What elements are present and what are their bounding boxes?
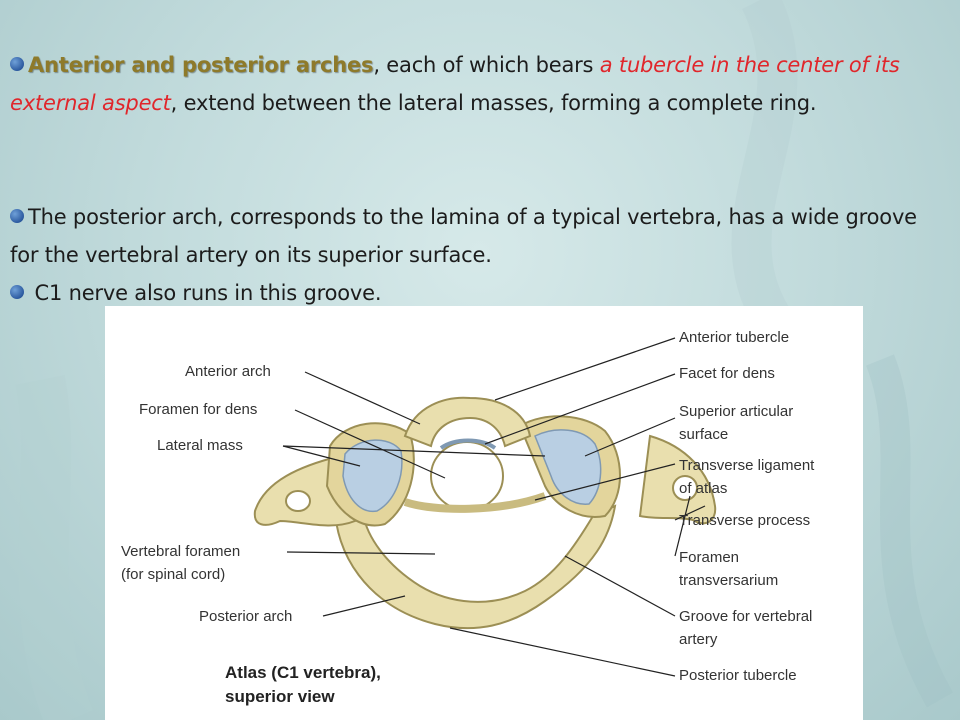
left-superior-articular-facet bbox=[342, 439, 403, 513]
left-foramen-transversarium bbox=[285, 490, 311, 512]
label-foramen-for-dens: Foramen for dens bbox=[139, 401, 257, 418]
label-anterior-arch: Anterior arch bbox=[185, 363, 271, 380]
label-transverse-ligament-sub: of atlas bbox=[679, 480, 727, 497]
label-groove-sub: artery bbox=[679, 631, 718, 648]
bullet-icon bbox=[10, 285, 24, 299]
bullet-icon bbox=[10, 57, 24, 71]
label-transverse-process: Transverse process bbox=[679, 512, 810, 529]
arches-highlight: a tubercle in the center of its external… bbox=[10, 53, 900, 115]
atlas-figure: Anterior arch Foramen for dens Lateral m… bbox=[105, 306, 863, 720]
paragraph-c1-nerve: C1 nerve also runs in this groove. bbox=[10, 274, 940, 312]
figure-caption: Atlas (C1 vertebra), bbox=[225, 663, 381, 682]
label-posterior-tubercle: Posterior tubercle bbox=[679, 667, 797, 684]
right-superior-articular-facet bbox=[534, 429, 602, 505]
label-groove: Groove for vertebral bbox=[679, 608, 812, 625]
label-vertebral-foramen: Vertebral foramen bbox=[121, 543, 240, 560]
arches-text-2: , extend between the lateral masses, for… bbox=[170, 91, 817, 115]
label-foramen-transversarium: Foramen bbox=[679, 549, 739, 566]
arches-text-1: , each of which bears bbox=[373, 53, 600, 77]
label-transverse-ligament: Transverse ligament bbox=[679, 457, 815, 474]
label-foramen-transversarium-sub: transversarium bbox=[679, 572, 778, 589]
c1-nerve-text: C1 nerve also runs in this groove. bbox=[34, 281, 382, 305]
label-anterior-tubercle: Anterior tubercle bbox=[679, 329, 789, 346]
figure-caption-sub: superior view bbox=[225, 687, 335, 706]
arches-heading: Anterior and posterior arches bbox=[28, 53, 374, 77]
right-foramen-transversarium bbox=[672, 475, 698, 501]
paragraph-posterior-arch: The posterior arch, corresponds to the l… bbox=[10, 198, 940, 274]
atlas-illustration: Anterior arch Foramen for dens Lateral m… bbox=[121, 329, 815, 706]
label-lateral-mass: Lateral mass bbox=[157, 437, 243, 454]
label-vertebral-foramen-sub: (for spinal cord) bbox=[121, 566, 225, 583]
facet-for-dens bbox=[439, 438, 497, 450]
transverse-ligament bbox=[403, 492, 547, 513]
leader-lines bbox=[282, 337, 706, 677]
label-superior-articular-sub: surface bbox=[679, 426, 728, 443]
label-posterior-arch: Posterior arch bbox=[199, 608, 292, 625]
bullet-icon bbox=[10, 209, 24, 223]
atlas-vertebra-drawing bbox=[253, 396, 717, 630]
label-facet-for-dens: Facet for dens bbox=[679, 365, 775, 382]
paragraph-arches: Anterior and posterior arches, each of w… bbox=[10, 46, 940, 122]
posterior-arch-text: The posterior arch, corresponds to the l… bbox=[10, 205, 917, 267]
label-superior-articular: Superior articular bbox=[679, 403, 793, 420]
